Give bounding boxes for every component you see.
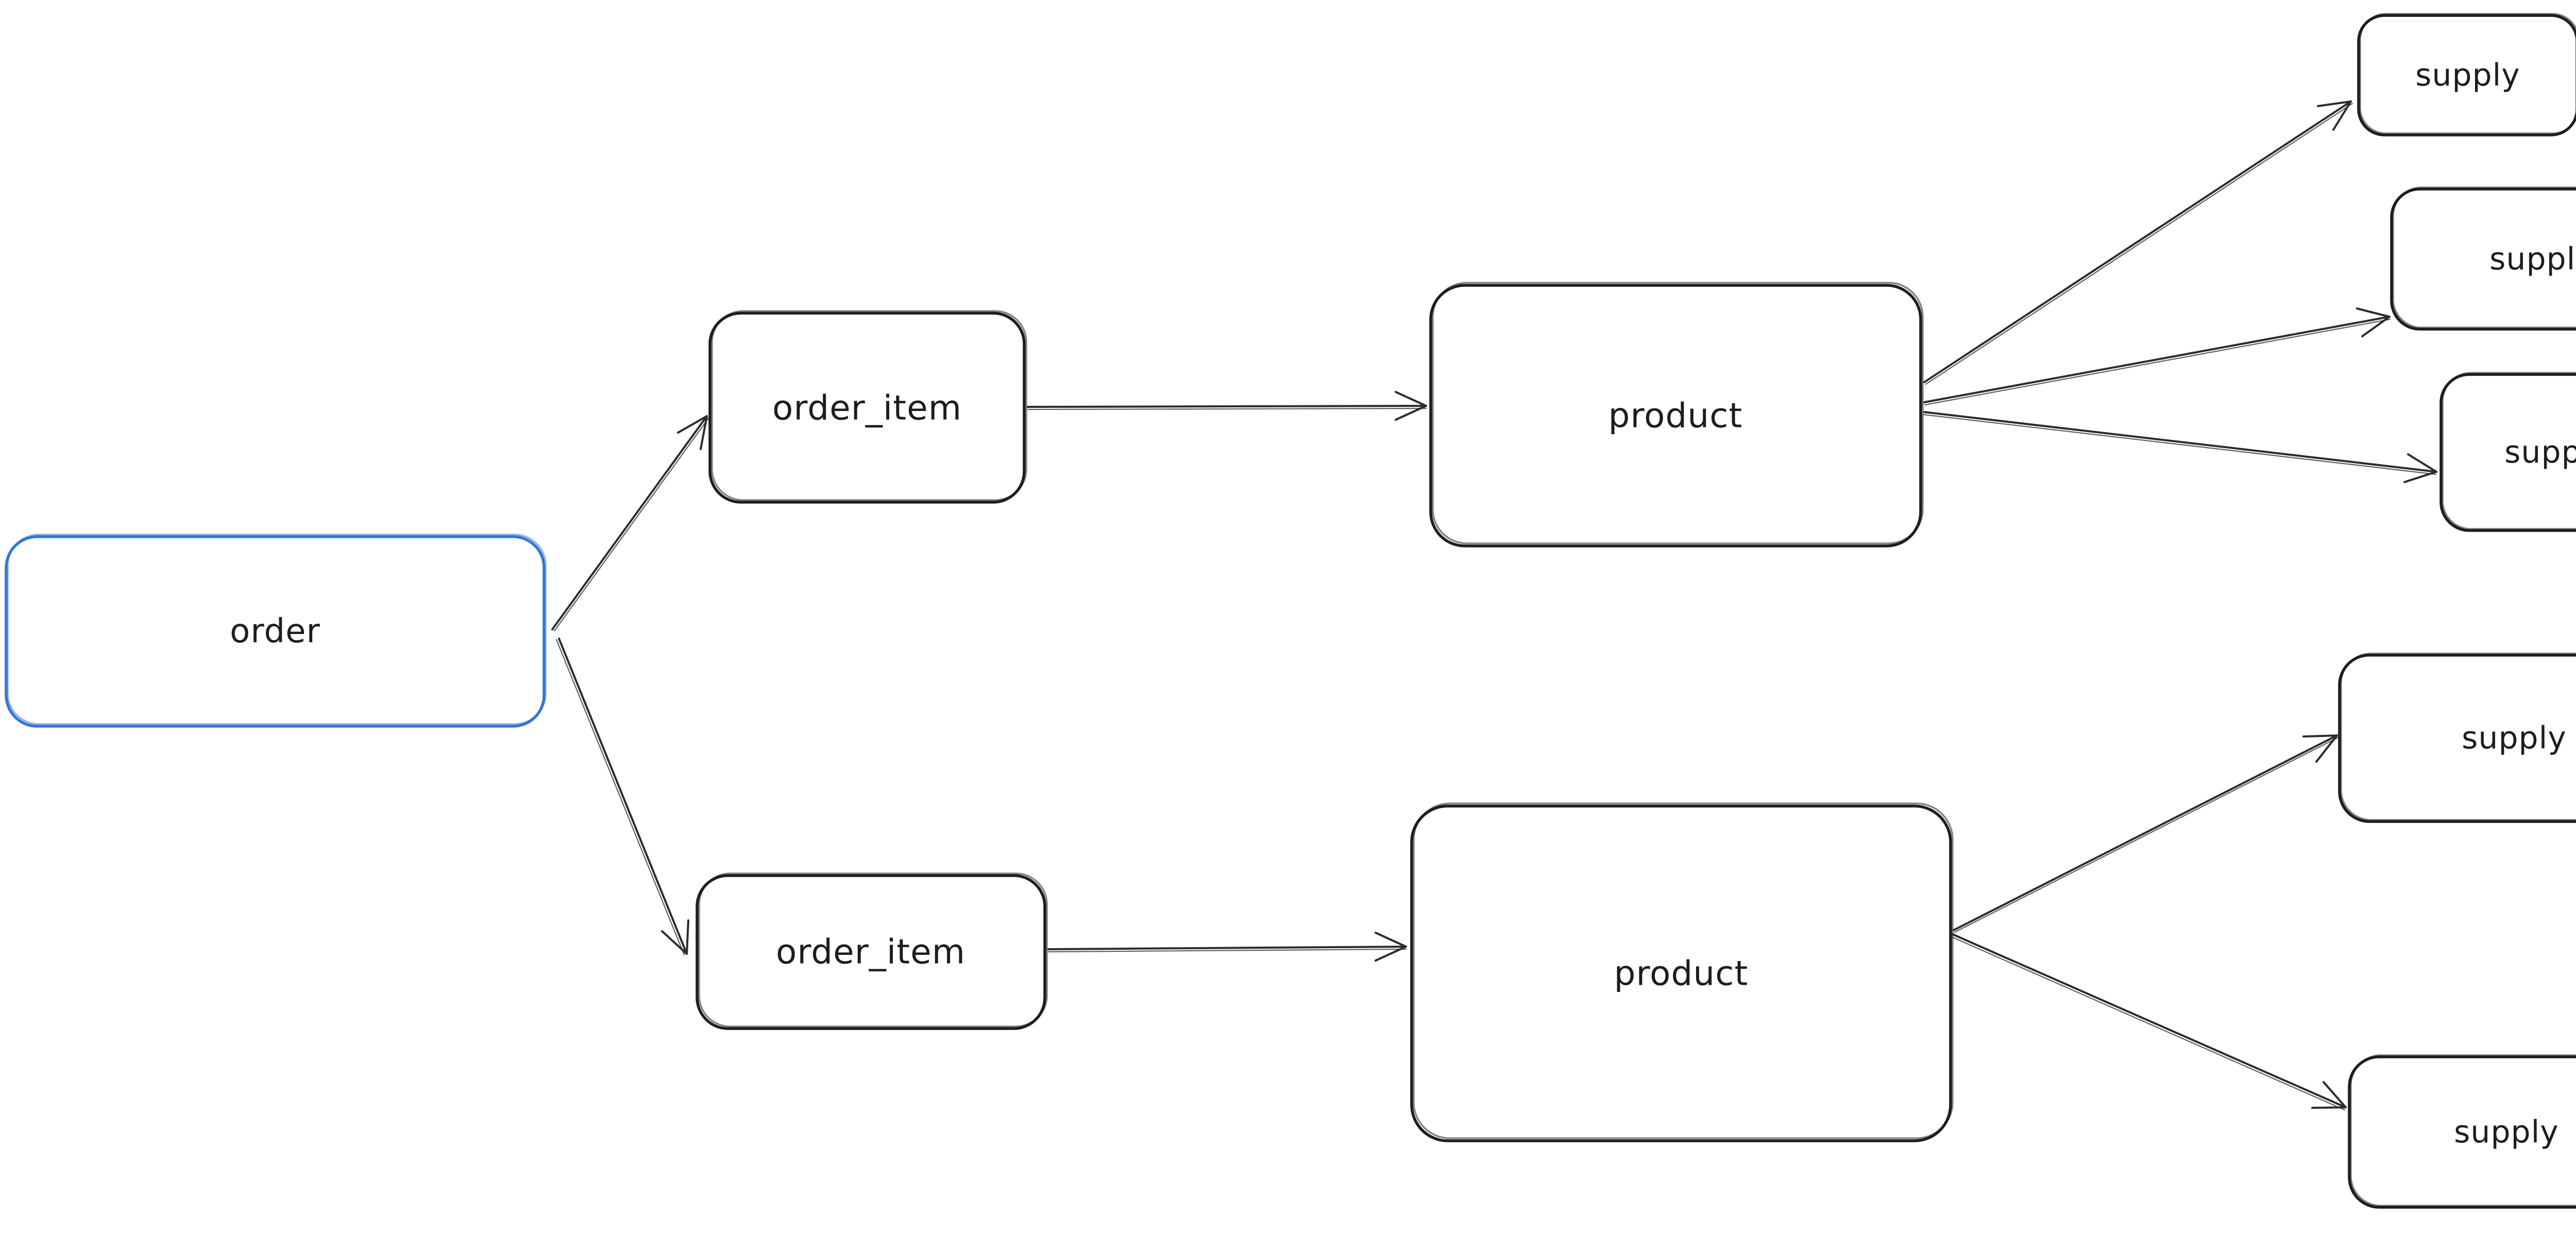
arrow-order-item-2-to-product-2[interactable] [1047,932,1407,962]
arrow-order-to-order-item-1[interactable] [551,415,710,632]
arrow-order-item-1-to-product-1[interactable] [1027,391,1427,421]
node-supply-1[interactable]: supply [2357,13,2576,136]
node-order-item-1-label: order_item [772,388,962,428]
node-order[interactable]: order [5,534,547,728]
arrow-product-1-to-supply-2[interactable] [1923,307,2391,406]
node-order-item-2-label: order_item [776,932,965,972]
node-supply-2-label: supply [2489,241,2576,277]
node-supply-1-label: supply [2415,57,2520,93]
node-supply-5-label: supply [2454,1114,2559,1150]
node-supply-3-label: supply [2504,434,2576,470]
node-product-2[interactable]: product [1410,802,1954,1142]
node-supply-4-label: supply [2462,720,2567,756]
node-order-label: order [230,612,320,650]
arrow-product-2-to-supply-4[interactable] [1953,734,2339,933]
node-supply-2[interactable]: supply [2390,186,2576,331]
arrow-product-2-to-supply-5[interactable] [1951,933,2347,1111]
node-supply-3[interactable]: supply [2439,372,2576,532]
arrow-order-to-order-item-2[interactable] [555,638,689,956]
node-order-item-2[interactable]: order_item [696,872,1048,1030]
node-product-1-label: product [1608,396,1743,436]
node-supply-5[interactable]: supply [2348,1054,2576,1209]
node-order-item-1[interactable]: order_item [708,310,1027,504]
node-product-1[interactable]: product [1429,282,1924,547]
arrow-product-1-to-supply-1[interactable] [1923,100,2353,385]
node-supply-4[interactable]: supply [2338,653,2576,823]
arrow-product-1-to-supply-3[interactable] [1923,411,2437,483]
node-product-2-label: product [1614,954,1749,994]
